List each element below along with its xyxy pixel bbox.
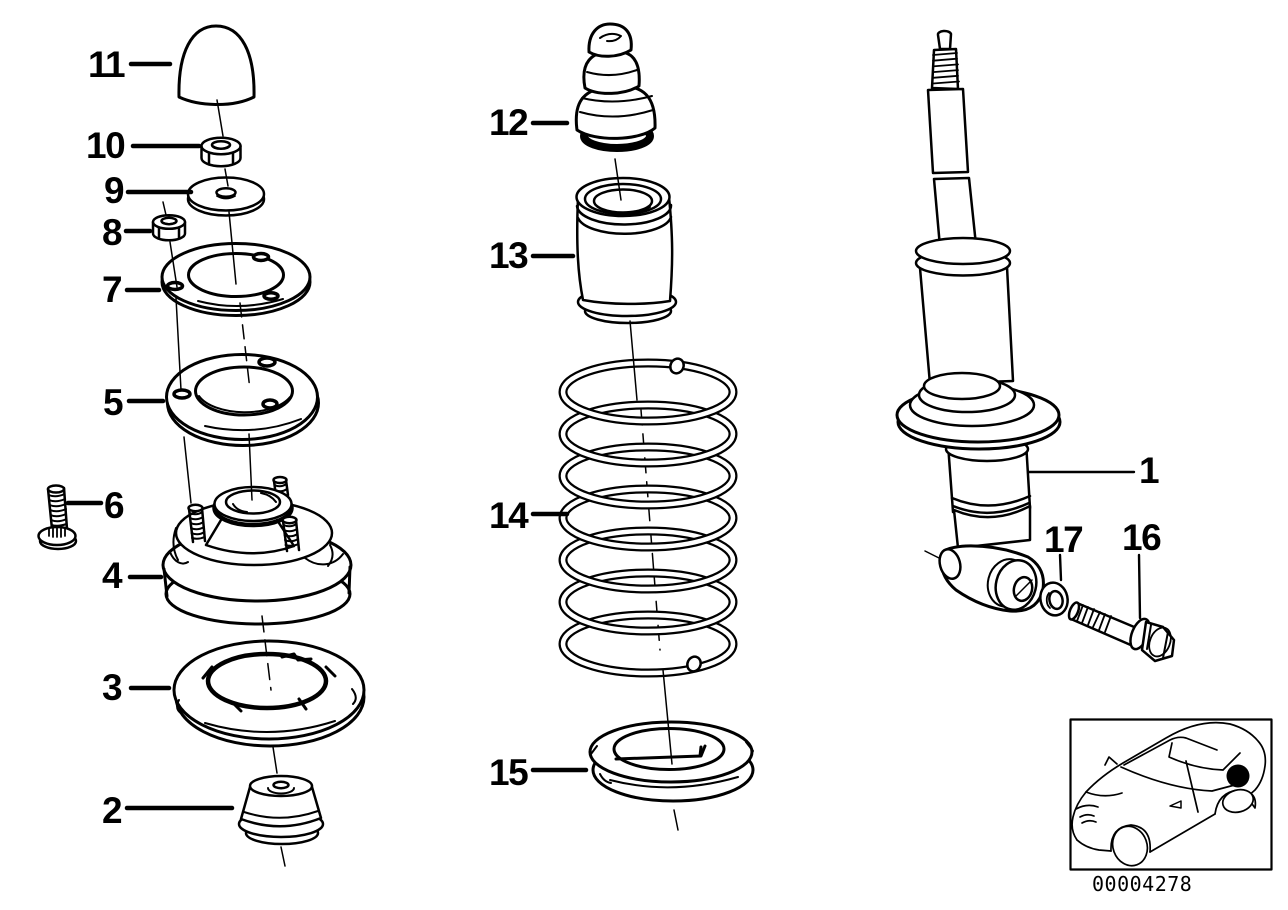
part-14-coil-spring-drawing bbox=[558, 357, 738, 678]
part-11-cap-drawing bbox=[177, 24, 256, 106]
part-label-17[interactable]: 17 bbox=[1044, 519, 1084, 560]
part-4-guide-support-drawing bbox=[161, 475, 353, 626]
drawing-number: 00004278 bbox=[1092, 872, 1193, 896]
part-1-shock-absorber-drawing bbox=[895, 29, 1062, 613]
part-17-washer-drawing bbox=[1039, 581, 1069, 617]
part-8-hex-nut-drawing bbox=[151, 213, 187, 242]
part-label-13[interactable]: 13 bbox=[489, 235, 529, 276]
part-label-2[interactable]: 2 bbox=[102, 790, 123, 831]
part-3-rubber-ring-drawing bbox=[172, 639, 366, 748]
part-label-12[interactable]: 12 bbox=[489, 102, 529, 143]
part-5-spring-seat-drawing bbox=[165, 353, 320, 447]
part-label-9[interactable]: 9 bbox=[104, 170, 125, 211]
part-label-6[interactable]: 6 bbox=[104, 485, 125, 526]
part-label-1[interactable]: 1 bbox=[1139, 450, 1160, 491]
part-label-14[interactable]: 14 bbox=[489, 495, 529, 536]
leader-line-16 bbox=[1137, 553, 1142, 620]
location-marker-dot bbox=[1226, 764, 1250, 788]
car-location-thumbnail bbox=[1069, 718, 1273, 871]
part-label-11[interactable]: 11 bbox=[88, 44, 126, 85]
part-label-4[interactable]: 4 bbox=[102, 555, 123, 596]
leader-lines bbox=[65, 61, 1142, 811]
part-12-rubber-buffer-drawing bbox=[574, 22, 657, 152]
part-9-washer-drawing bbox=[186, 176, 266, 217]
leader-line-17 bbox=[1058, 553, 1063, 582]
part-6-screw-drawing bbox=[37, 484, 78, 551]
part-label-10[interactable]: 10 bbox=[86, 125, 126, 166]
part-label-15[interactable]: 15 bbox=[489, 752, 529, 793]
part-label-16[interactable]: 16 bbox=[1122, 517, 1162, 558]
part-10-hex-nut-drawing bbox=[200, 136, 242, 168]
part-13-protective-tube-drawing bbox=[575, 176, 678, 325]
center-axis-lines bbox=[162, 99, 679, 867]
part-label-5[interactable]: 5 bbox=[103, 382, 124, 423]
part-label-3[interactable]: 3 bbox=[102, 667, 123, 708]
part-label-7[interactable]: 7 bbox=[102, 269, 123, 310]
part-16-bolt-drawing bbox=[1067, 601, 1176, 663]
part-2-bushing-drawing bbox=[237, 774, 325, 846]
part-label-8[interactable]: 8 bbox=[102, 212, 123, 253]
